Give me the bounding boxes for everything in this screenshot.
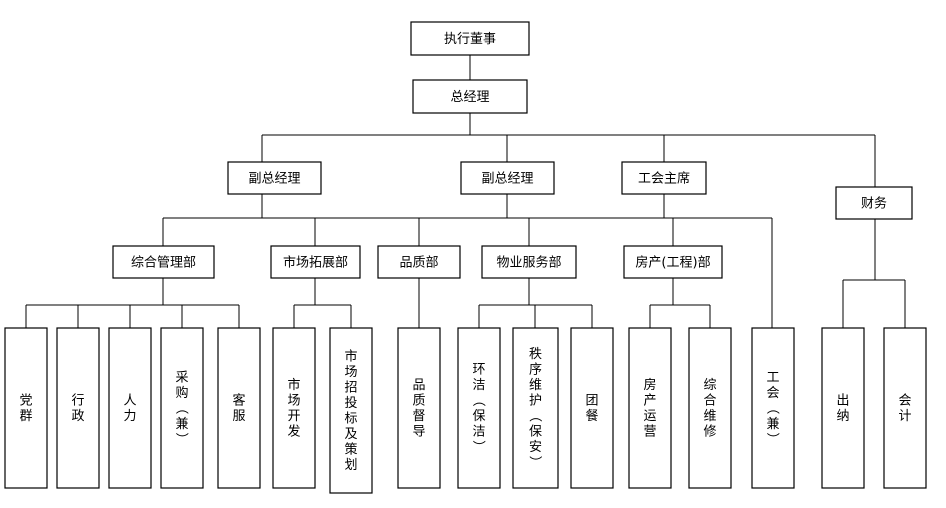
node-box	[160, 327, 204, 489]
node-label-char: ）	[527, 456, 542, 469]
node-label: 党群	[19, 394, 32, 425]
node-label: 工会兼	[766, 370, 779, 432]
node-label: 副总经理	[481, 172, 533, 187]
org-node-会计[interactable]: 会计	[883, 327, 927, 489]
node-label-char: （	[527, 409, 542, 422]
node-label: 客服	[232, 393, 245, 425]
node-label: 行政	[71, 394, 84, 425]
node-box	[329, 327, 373, 494]
org-node-房产运营[interactable]: 房产运营	[628, 327, 672, 489]
node-label: 品质部	[399, 256, 438, 271]
node-box	[512, 327, 559, 489]
org-node-品质督导[interactable]: 品质督导	[397, 327, 441, 489]
org-node-总经理[interactable]: 总经理	[412, 79, 528, 114]
node-label-char: （	[765, 401, 780, 414]
node-box	[108, 327, 152, 489]
node-label: 房产(工程)部	[635, 255, 710, 271]
org-node-市场招投标及策划[interactable]: 市场招投标及策划	[329, 327, 373, 494]
node-label: 综合维修	[703, 378, 716, 440]
org-node-品质部[interactable]: 品质部	[377, 245, 461, 279]
node-box	[56, 327, 100, 489]
node-label: 财务	[861, 196, 887, 212]
node-box	[623, 245, 723, 279]
node-box	[835, 186, 913, 220]
org-node-团餐[interactable]: 团餐	[570, 327, 614, 489]
node-label: 工会主席	[638, 171, 690, 187]
node-box	[751, 327, 795, 489]
node-label: 物业服务部	[496, 255, 561, 271]
org-node-工会主席[interactable]: 工会主席	[621, 161, 707, 195]
node-label-char: （	[174, 401, 189, 414]
node-label: 品质督导	[412, 378, 425, 440]
org-node-行政[interactable]: 行政	[56, 327, 100, 489]
node-label-char: ）	[471, 440, 486, 453]
node-label: 总经理	[450, 90, 489, 105]
node-label: 团餐	[585, 394, 598, 425]
org-node-物业服务部[interactable]: 物业服务部	[481, 245, 577, 279]
node-label: 环洁保洁	[472, 363, 485, 440]
node-box	[410, 21, 530, 56]
connector-layer	[25, 55, 906, 328]
org-node-秩序维护保安[interactable]: （ ）秩序维护保安	[512, 327, 559, 489]
node-label-char: ）	[174, 432, 189, 445]
node-box	[4, 327, 48, 489]
node-box	[883, 327, 927, 489]
node-label: 出纳	[836, 394, 849, 425]
node-label: 综合管理部	[131, 256, 196, 271]
org-node-综合维修[interactable]: 综合维修	[688, 327, 732, 489]
node-label: 市场招投标及策划	[344, 349, 357, 474]
node-label: 人力	[123, 394, 136, 425]
org-node-副总经理[interactable]: 副总经理	[227, 161, 322, 195]
node-label: 市场拓展部	[283, 255, 348, 271]
node-box	[377, 245, 461, 279]
org-node-工会兼[interactable]: （ ）工会兼	[751, 327, 795, 489]
org-node-财务[interactable]: 财务	[835, 186, 913, 220]
org-node-房产工程部[interactable]: 房产(工程)部	[623, 245, 723, 279]
node-box	[570, 327, 614, 489]
org-node-人力[interactable]: 人力	[108, 327, 152, 489]
org-node-客服[interactable]: 客服	[217, 327, 261, 489]
org-node-环洁保洁[interactable]: （ ）环洁保洁	[457, 327, 501, 489]
node-box	[397, 327, 441, 489]
node-label: 市场开发	[287, 377, 300, 440]
node-label: 副总经理	[248, 172, 300, 187]
org-node-市场拓展部[interactable]: 市场拓展部	[270, 245, 361, 279]
node-label: 房产运营	[643, 377, 656, 440]
org-node-市场开发[interactable]: 市场开发	[272, 327, 316, 489]
node-box	[481, 245, 577, 279]
org-node-执行董事[interactable]: 执行董事	[410, 21, 530, 56]
org-node-出纳[interactable]: 出纳	[821, 327, 865, 489]
node-label: 秩序维护保安	[529, 347, 542, 455]
node-box	[227, 161, 322, 195]
node-layer: 执行董事总经理副总经理副总经理工会主席财务综合管理部市场拓展部品质部物业服务部房…	[4, 21, 927, 494]
node-box	[412, 79, 528, 114]
node-label: 执行董事	[444, 32, 496, 47]
org-node-综合管理部[interactable]: 综合管理部	[112, 245, 215, 279]
node-box	[628, 327, 672, 489]
org-node-副总经理[interactable]: 副总经理	[460, 161, 555, 195]
node-box	[270, 245, 361, 279]
node-label: 采购兼	[175, 370, 188, 432]
node-box	[821, 327, 865, 489]
node-label-char: （	[471, 394, 486, 407]
node-box	[460, 161, 555, 195]
node-box	[112, 245, 215, 279]
node-label-char: ）	[765, 432, 780, 445]
org-node-采购兼[interactable]: （ ）采购兼	[160, 327, 204, 489]
node-box	[217, 327, 261, 489]
org-node-党群[interactable]: 党群	[4, 327, 48, 489]
node-box	[688, 327, 732, 489]
node-box	[621, 161, 707, 195]
node-box	[272, 327, 316, 489]
node-label: 会计	[898, 394, 911, 425]
node-box	[457, 327, 501, 489]
